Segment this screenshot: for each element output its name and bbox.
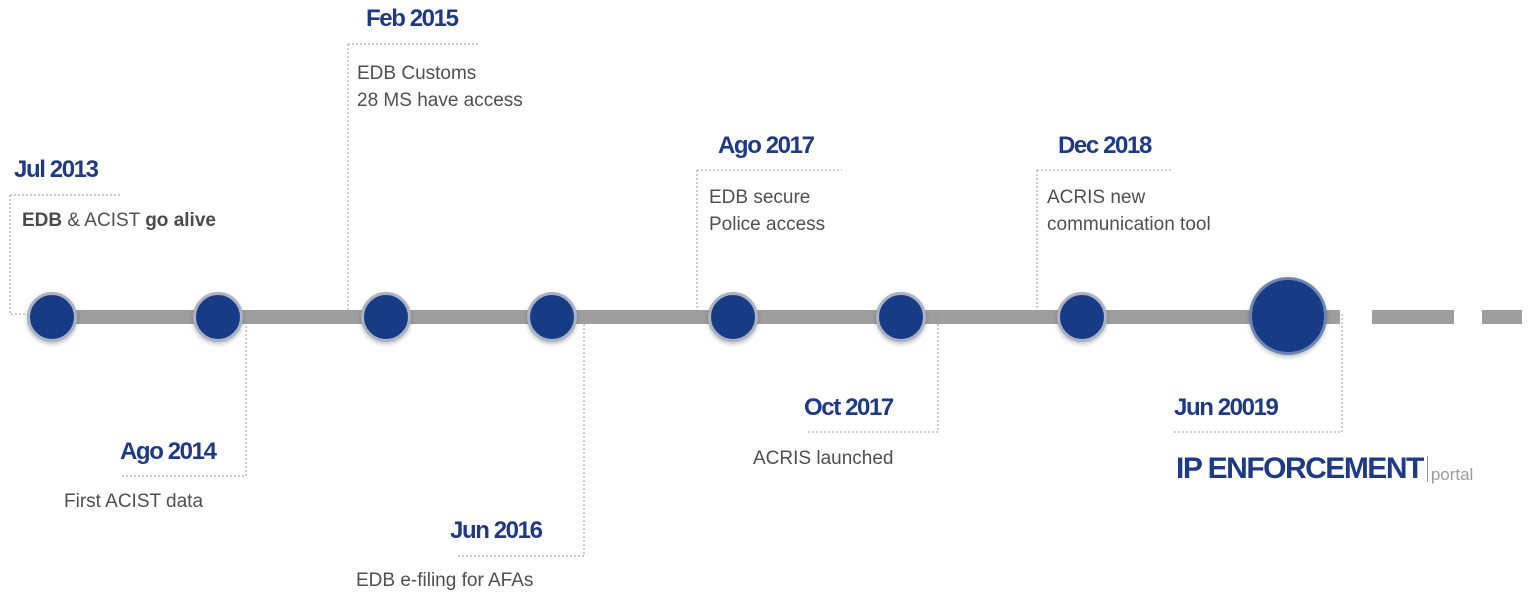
brand-main-text: IP ENFORCEMENT bbox=[1176, 452, 1424, 485]
leader-jun-2019 bbox=[1172, 313, 1343, 433]
event-desc-jun-2016: EDB e-filing for AFAs bbox=[356, 567, 533, 594]
event-date-ago-2017: Ago 2017 bbox=[718, 132, 815, 159]
event-date-feb-2015: Feb 2015 bbox=[366, 5, 459, 32]
event-date-jul-2013: Jul 2013 bbox=[14, 156, 99, 183]
event-date-jun-2019: Jun 20019 bbox=[1174, 394, 1279, 421]
timeline-node-6 bbox=[876, 292, 926, 342]
event-desc-ago-2014: First ACIST data bbox=[64, 488, 203, 515]
desc-line: EDB secure bbox=[709, 187, 811, 208]
timeline-node-5 bbox=[708, 292, 758, 342]
event-date-ago-2014: Ago 2014 bbox=[120, 438, 217, 465]
event-date-dec-2018: Dec 2018 bbox=[1058, 132, 1152, 159]
timeline-dash-2 bbox=[1482, 310, 1522, 324]
timeline-node-2 bbox=[193, 292, 243, 342]
desc-bold-edb: EDB bbox=[22, 210, 63, 231]
desc-line: ACRIS new bbox=[1047, 187, 1146, 208]
desc-plain-acist: & ACIST bbox=[62, 210, 146, 231]
brand-separator bbox=[1426, 456, 1428, 482]
timeline-node-1 bbox=[27, 292, 77, 342]
event-desc-dec-2018: ACRIS new communication tool bbox=[1047, 184, 1211, 238]
timeline-node-3 bbox=[361, 292, 411, 342]
timeline-node-4 bbox=[527, 292, 577, 342]
leader-oct-2017 bbox=[806, 313, 939, 433]
desc-line: communication tool bbox=[1047, 214, 1211, 235]
desc-line: Police access bbox=[709, 214, 826, 235]
desc-line: 28 MS have access bbox=[357, 90, 523, 111]
desc-line: ACRIS launched bbox=[753, 448, 894, 469]
event-date-jun-2016: Jun 2016 bbox=[450, 517, 543, 544]
timeline-node-8 bbox=[1249, 277, 1327, 355]
event-desc-feb-2015: EDB Customs 28 MS have access bbox=[357, 60, 523, 114]
brand-sub-text: portal bbox=[1430, 465, 1474, 484]
leader-dec-2018 bbox=[1036, 169, 1172, 315]
timeline-dash-1 bbox=[1372, 310, 1454, 324]
desc-line: EDB e-filing for AFAs bbox=[356, 570, 534, 591]
event-date-oct-2017: Oct 2017 bbox=[804, 394, 894, 421]
event-desc-ago-2017: EDB secure Police access bbox=[709, 184, 825, 238]
event-desc-jul-2013: EDB & ACIST go alive bbox=[22, 207, 216, 234]
ip-enforcement-portal-logo: IP ENFORCEMENT portal bbox=[1176, 452, 1473, 486]
event-desc-oct-2017: ACRIS launched bbox=[753, 445, 893, 472]
desc-line: First ACIST data bbox=[64, 491, 204, 512]
desc-bold-go-alive: go alive bbox=[145, 210, 216, 231]
timeline-node-7 bbox=[1057, 292, 1107, 342]
desc-line: EDB Customs bbox=[357, 63, 477, 84]
